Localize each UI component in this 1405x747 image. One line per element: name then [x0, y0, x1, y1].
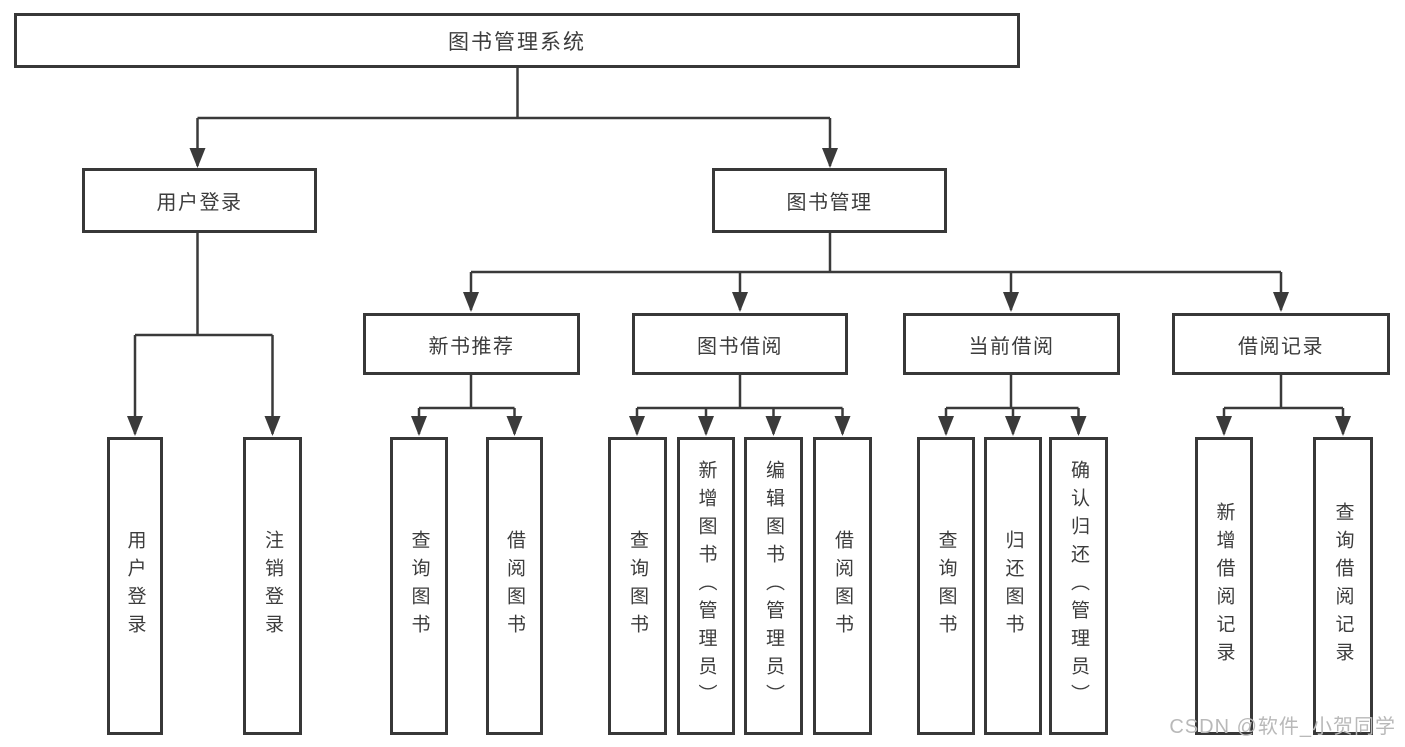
group-book-borrowing: 图书借阅: [632, 313, 848, 375]
node-label: 新增图书（管理员）: [695, 460, 717, 712]
leaf-nbr-query-books: 查询图书: [390, 437, 448, 735]
leaf-bb-query-books: 查询图书: [608, 437, 667, 735]
leaf-bb-edit-books-admin: 编辑图书（管理员）: [744, 437, 803, 735]
node-label: 查询借阅记录: [1332, 502, 1354, 670]
node-library-management-system: 图书管理系统: [14, 13, 1020, 68]
node-label: 用户登录: [156, 192, 243, 214]
node-label: 借阅记录: [1238, 335, 1324, 358]
leaf-logout: 注销登录: [243, 437, 302, 735]
node-label: 用户登录: [124, 530, 146, 642]
csdn-watermark: CSDN @软件_小贺同学: [1169, 716, 1396, 738]
node-label: 借阅图书: [832, 530, 853, 642]
leaf-cb-return-books: 归还图书: [984, 437, 1042, 735]
group-new-book-recommend: 新书推荐: [363, 313, 580, 375]
leaf-bb-borrow-books: 借阅图书: [813, 437, 872, 735]
node-label: 新书推荐: [428, 335, 515, 358]
node-label: 图书管理系统: [448, 30, 586, 54]
node-label: 编辑图书（管理员）: [763, 460, 784, 712]
leaf-br-add-borrow-record: 新增借阅记录: [1195, 437, 1253, 735]
node-label: 新增借阅记录: [1213, 502, 1235, 670]
node-label: 注销登录: [262, 530, 283, 642]
node-label: 查询图书: [408, 530, 430, 642]
leaf-cb-query-books: 查询图书: [917, 437, 975, 735]
node-label: 查询图书: [935, 530, 957, 642]
tree-connectors: [127, 68, 1351, 436]
leaf-nbr-borrow-books: 借阅图书: [486, 437, 543, 735]
node-label: 确认归还（管理员）: [1068, 460, 1089, 712]
branch-book-management: 图书管理: [712, 168, 947, 233]
group-borrowing-records: 借阅记录: [1172, 313, 1390, 375]
node-label: 当前借阅: [968, 335, 1055, 358]
leaf-bb-add-books-admin: 新增图书（管理员）: [677, 437, 735, 735]
leaf-br-query-borrow-record: 查询借阅记录: [1313, 437, 1373, 735]
node-label: 归还图书: [1002, 530, 1024, 642]
node-label: 图书管理: [786, 192, 873, 214]
node-label: 借阅图书: [504, 530, 525, 642]
leaf-cb-confirm-return-admin: 确认归还（管理员）: [1049, 437, 1108, 735]
node-label: 查询图书: [627, 530, 648, 642]
leaf-user-login: 用户登录: [107, 437, 163, 735]
branch-user-login: 用户登录: [82, 168, 317, 233]
node-label: 图书借阅: [697, 335, 783, 358]
group-current-borrowing: 当前借阅: [903, 313, 1120, 375]
